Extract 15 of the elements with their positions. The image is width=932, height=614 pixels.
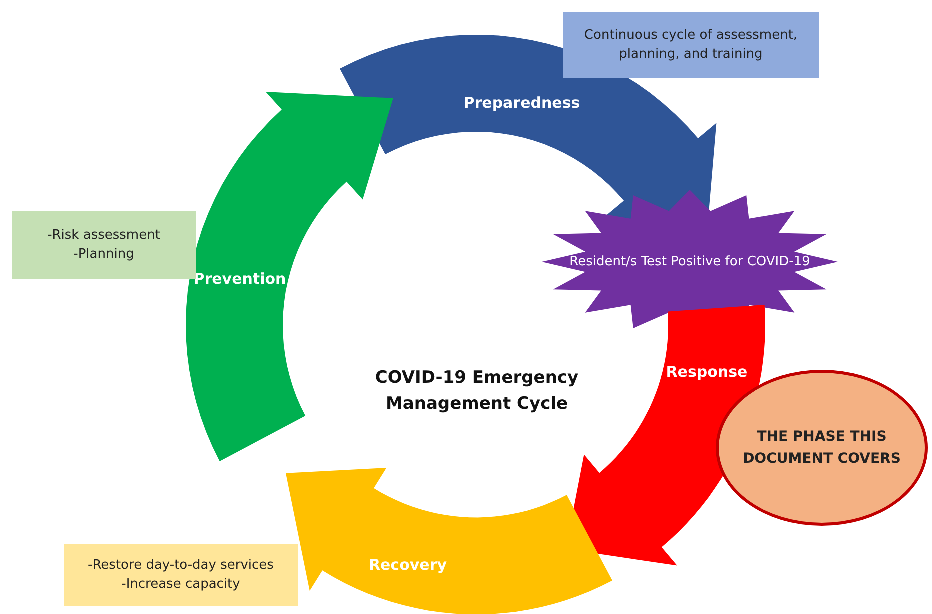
note-text: -Increase capacity	[122, 576, 240, 594]
phase-label: Preparedness	[464, 94, 580, 112]
note-box	[12, 211, 196, 279]
note-text: -Risk assessment	[48, 226, 160, 244]
phase-label: Recovery	[368, 556, 447, 574]
note-box	[563, 12, 819, 78]
note-text: -Planning	[74, 246, 134, 264]
callout-text: THE PHASE THIS DOCUMENT COVERS	[742, 428, 902, 469]
phase-label: Prevention	[194, 270, 286, 288]
note-box	[64, 544, 298, 606]
note-text: Continuous cycle of assessment, planning, and training	[583, 26, 799, 64]
callout-text: Resident/s Test Positive for COVID-19	[570, 254, 810, 270]
diagram-title: COVID-19 Emergency Management Cycle	[374, 367, 580, 416]
note-text: -Restore day-to-day services	[88, 556, 274, 574]
phase-label: Response	[666, 362, 748, 381]
